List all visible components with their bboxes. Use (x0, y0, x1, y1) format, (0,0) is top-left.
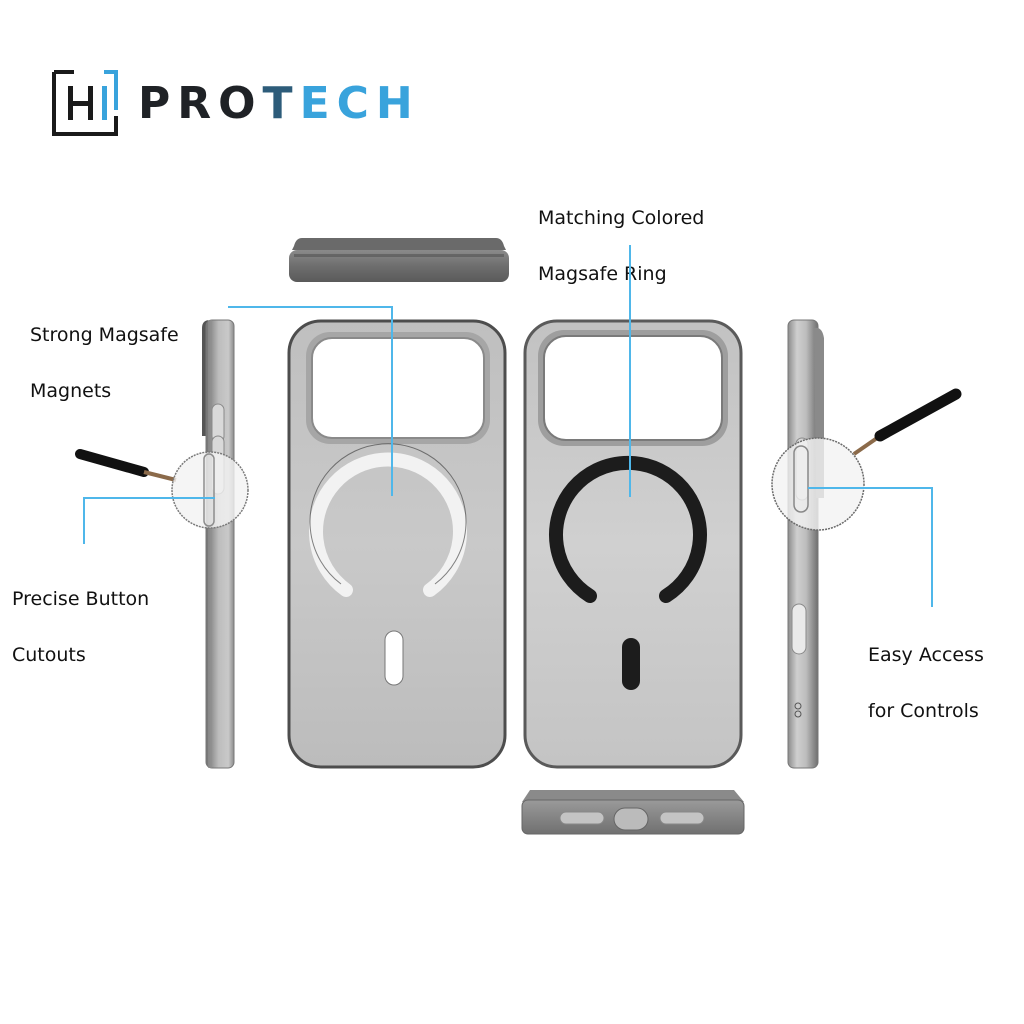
callout-controls-line1: Easy Access (868, 644, 984, 666)
callout-buttons-connector-v (83, 497, 85, 544)
top-edge-view (289, 238, 509, 282)
magnifier-left-icon (75, 449, 249, 529)
logo-mark-icon (52, 70, 118, 136)
callout-magnets-line2: Magnets (30, 380, 112, 402)
callout-ring-connector (629, 245, 631, 497)
callout-controls-connector-v (931, 487, 933, 607)
bottom-edge-view (521, 790, 745, 835)
callout-magnets-connector-v (391, 306, 393, 496)
callout-buttons-connector-h (83, 497, 215, 499)
callout-buttons-line2: Cutouts (12, 644, 86, 666)
callout-controls: Easy Access for Controls (868, 613, 984, 753)
callout-ring-line2: Magsafe Ring (538, 263, 667, 285)
callout-magnets-connector-h (228, 306, 393, 308)
brand-name-mid: T (262, 78, 300, 129)
callout-buttons-line1: Precise Button (12, 588, 150, 610)
callout-ring: Matching Colored Magsafe Ring (538, 176, 704, 316)
callout-magnets: Strong Magsafe Magnets (30, 293, 179, 433)
brand-name-dark: PRO (138, 78, 263, 129)
back-view-black-ring (523, 319, 743, 769)
brand-name-blue: ECH (299, 78, 420, 129)
callout-controls-connector-h (808, 487, 933, 489)
callout-magnets-line1: Strong Magsafe (30, 324, 179, 346)
brand-name: PROTECH (138, 76, 420, 132)
callout-ring-line1: Matching Colored (538, 207, 705, 229)
magnifier-right-icon (771, 388, 962, 531)
brand-logo: PROTECH (52, 70, 413, 138)
callout-buttons: Precise Button Cutouts (12, 557, 149, 697)
back-view-white-ring (287, 319, 507, 769)
left-side-view (202, 319, 235, 769)
callout-controls-line2: for Controls (868, 700, 979, 722)
